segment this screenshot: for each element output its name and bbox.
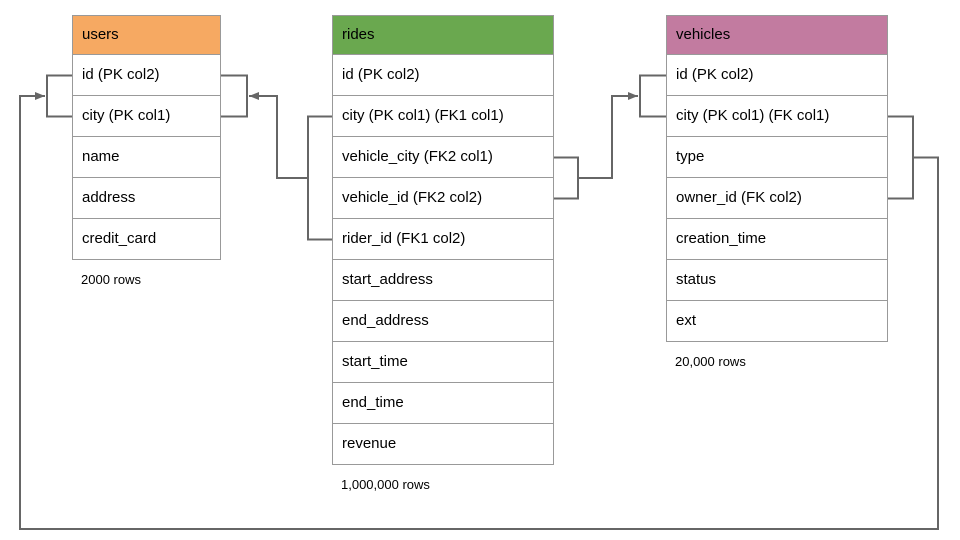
rel-rides-users-connector-line <box>249 92 308 179</box>
rel-rides-vehicles-target-bracket <box>639 74 666 118</box>
table-rides-header: rides <box>332 15 554 55</box>
vehicles-column-6: ext <box>666 301 888 342</box>
users-column-1: city (PK col1) <box>72 96 221 137</box>
rides-column-3: vehicle_id (FK2 col2) <box>332 178 554 219</box>
table-users-row-count: 2000 rows <box>81 272 141 287</box>
rel-vehicles-users-target-bracket <box>46 74 72 118</box>
table-vehicles-rows: id (PK col2)city (PK col1) (FK col1)type… <box>666 55 888 342</box>
rides-column-4: rider_id (FK1 col2) <box>332 219 554 260</box>
users-column-0: id (PK col2) <box>72 55 221 96</box>
vehicles-column-5: status <box>666 260 888 301</box>
vehicles-column-0: id (PK col2) <box>666 55 888 96</box>
users-column-2: name <box>72 137 221 178</box>
users-column-3: address <box>72 178 221 219</box>
rides-column-8: end_time <box>332 383 554 424</box>
users-column-4: credit_card <box>72 219 221 260</box>
rel-rides-users-source-bracket <box>307 115 332 241</box>
table-users-header: users <box>72 15 221 55</box>
vehicles-column-3: owner_id (FK col2) <box>666 178 888 219</box>
vehicles-column-1: city (PK col1) (FK col1) <box>666 96 888 137</box>
table-rides-rows: id (PK col2)city (PK col1) (FK1 col1)veh… <box>332 55 554 465</box>
rides-column-2: vehicle_city (FK2 col1) <box>332 137 554 178</box>
table-rides: rides id (PK col2)city (PK col1) (FK1 co… <box>332 15 554 492</box>
rel-rides-vehicles-connector-line <box>578 92 638 179</box>
table-vehicles: vehicles id (PK col2)city (PK col1) (FK … <box>666 15 888 369</box>
vehicles-column-2: type <box>666 137 888 178</box>
rides-column-5: start_address <box>332 260 554 301</box>
rides-column-0: id (PK col2) <box>332 55 554 96</box>
rides-column-1: city (PK col1) (FK1 col1) <box>332 96 554 137</box>
vehicles-column-4: creation_time <box>666 219 888 260</box>
table-rides-row-count: 1,000,000 rows <box>341 477 430 492</box>
rides-column-6: end_address <box>332 301 554 342</box>
table-vehicles-header: vehicles <box>666 15 888 55</box>
table-vehicles-row-count: 20,000 rows <box>675 354 746 369</box>
rides-column-7: start_time <box>332 342 554 383</box>
rel-vehicles-users-source-bracket <box>888 115 914 200</box>
rel-rides-vehicles-source-bracket <box>554 156 579 200</box>
rides-column-9: revenue <box>332 424 554 465</box>
rel-rides-users-target-bracket <box>221 74 248 118</box>
